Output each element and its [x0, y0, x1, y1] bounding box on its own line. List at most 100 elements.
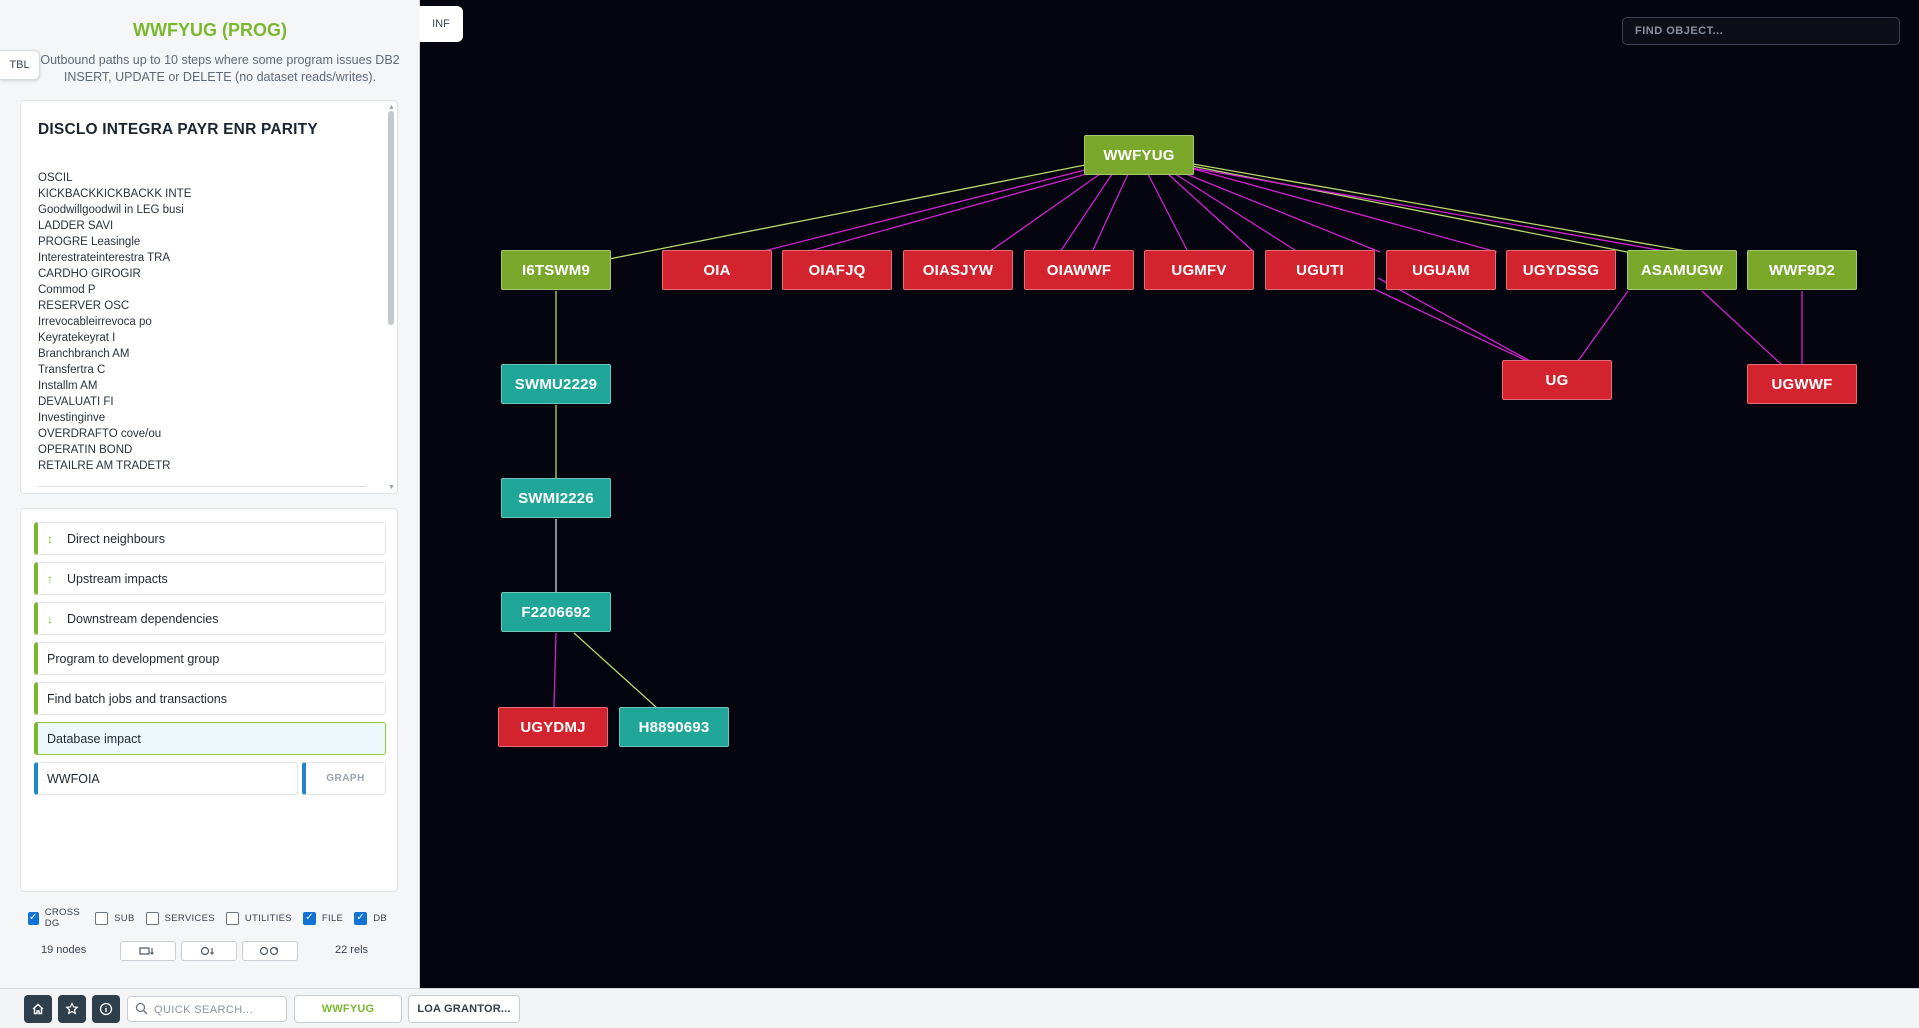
edge: [1371, 287, 1528, 362]
node-uguti[interactable]: UGUTI: [1265, 250, 1375, 290]
layout-cycle-button[interactable]: [242, 941, 298, 961]
tab-loa-grantor[interactable]: LOA GRANTOR...: [408, 995, 520, 1023]
list-item: OPERATIN BOND: [38, 444, 133, 456]
direct-neighbours-button[interactable]: ↕ Direct neighbours: [34, 522, 386, 555]
stats-row: 19 nodes 22 rels: [20, 940, 398, 962]
node-swmu2229[interactable]: SWMU2229: [501, 364, 611, 404]
edge: [1059, 173, 1113, 253]
node-uguam[interactable]: UGUAM: [1386, 250, 1496, 290]
list-item: RESERVER OSC: [38, 300, 130, 312]
list-item: KICKBACKKICKBACKK INTE: [38, 188, 192, 200]
node-ugwwf[interactable]: UGWWF: [1747, 364, 1857, 404]
list-item: Branchbranch AM: [38, 348, 130, 360]
filter-file[interactable]: ✓ FILE: [302, 911, 344, 925]
list-item: Keyratekeyrat I: [38, 332, 116, 344]
scroll-down-icon[interactable]: ▼: [388, 484, 395, 491]
edge: [988, 173, 1101, 253]
action-label: Database impact: [47, 731, 141, 746]
info-card: DISCLO INTEGRA PAYR ENR PARITY OSCIL KIC…: [20, 100, 398, 494]
checkbox-checked-icon[interactable]: ✓: [302, 911, 316, 925]
node-ug[interactable]: UG: [1502, 360, 1612, 400]
layout-horizontal-button[interactable]: [120, 941, 176, 961]
node-oia[interactable]: OIA: [662, 250, 772, 290]
filter-label: CROSS DG: [44, 907, 80, 929]
node-wwfyug[interactable]: WWFYUG: [1084, 135, 1194, 175]
filter-label: DB: [373, 912, 387, 924]
node-ugmfv[interactable]: UGMFV: [1144, 250, 1254, 290]
checkbox-icon[interactable]: [225, 911, 239, 925]
radial-icon: [200, 946, 214, 956]
filter-sub[interactable]: SUB: [95, 911, 134, 925]
down-arrow-icon: ↓: [47, 611, 53, 626]
node-h8890693[interactable]: H8890693: [619, 707, 729, 747]
filter-utilities[interactable]: UTILITIES: [225, 911, 292, 925]
divider: [38, 486, 367, 487]
list-item: Investinginve: [38, 412, 106, 424]
action-label: Program to development group: [47, 651, 220, 666]
downstream-dependencies-button[interactable]: ↓ Downstream dependencies: [34, 602, 386, 635]
list-item: Transfertra C: [38, 364, 106, 376]
checkbox-icon[interactable]: [95, 911, 109, 925]
node-ugydssg[interactable]: UGYDSSG: [1506, 250, 1616, 290]
program-to-devgroup-button[interactable]: Program to development group: [34, 642, 386, 675]
upstream-impacts-button[interactable]: ↑ Upstream impacts: [34, 562, 386, 595]
node-swmi2226[interactable]: SWMI2226: [501, 478, 611, 518]
action-label: Direct neighbours: [67, 531, 165, 546]
home-button[interactable]: [24, 995, 52, 1023]
info-scrollbar[interactable]: [388, 111, 394, 325]
inf-tab[interactable]: INF: [419, 6, 463, 42]
find-object-input[interactable]: [1622, 17, 1900, 45]
filter-db[interactable]: ✓ DB: [354, 911, 387, 925]
scroll-up-icon[interactable]: ▲: [388, 104, 395, 111]
node-wwf9d2[interactable]: WWF9D2: [1747, 250, 1857, 290]
database-impact-button[interactable]: Database impact: [34, 722, 386, 755]
favorites-button[interactable]: [58, 995, 86, 1023]
action-label: Upstream impacts: [67, 571, 168, 586]
node-i6tswm9[interactable]: I6TSWM9: [501, 250, 611, 290]
rel-count: 22 rels: [335, 944, 369, 956]
node-oiawwf[interactable]: OIAWWF: [1024, 250, 1134, 290]
graph-button[interactable]: GRAPH: [302, 762, 386, 795]
info-title: DISCLO INTEGRA PAYR ENR PARITY: [38, 121, 318, 138]
checkbox-icon[interactable]: [145, 911, 159, 925]
filter-label: SERVICES: [164, 912, 215, 924]
edge: [1192, 163, 1693, 253]
list-item: RETAILRE AM TRADETR: [38, 460, 171, 472]
filter-label: FILE: [321, 912, 344, 924]
quick-search[interactable]: [127, 996, 287, 1022]
edge: [1577, 290, 1629, 362]
edge: [1377, 277, 1531, 362]
list-item: Interestrateinterestra TRA: [38, 252, 171, 264]
edge: [805, 172, 1091, 253]
node-f2206692[interactable]: F2206692: [501, 592, 611, 632]
node-asamugw[interactable]: ASAMUGW: [1627, 250, 1737, 290]
object-search-input[interactable]: [34, 762, 298, 795]
filter-row: ✓ CROSS DG SUB SERVICES UTILITIES ✓ FILE ✓…: [20, 904, 398, 932]
info-button[interactable]: [92, 995, 120, 1023]
actions-card: ↕ Direct neighbours ↑ Upstream impacts ↓…: [20, 508, 398, 892]
find-batch-jobs-button[interactable]: Find batch jobs and transactions: [34, 682, 386, 715]
checkbox-checked-icon[interactable]: ✓: [28, 911, 39, 925]
tab-wwfyug[interactable]: WWFYUG: [294, 995, 402, 1023]
home-icon: [32, 1003, 44, 1015]
edge: [1175, 169, 1381, 253]
edge: [1191, 167, 1671, 253]
node-oiafjq[interactable]: OIAFJQ: [782, 250, 892, 290]
quick-search-input[interactable]: [154, 1000, 282, 1020]
checkbox-checked-icon[interactable]: ✓: [354, 911, 368, 925]
bottom-bar: WWFYUG LOA GRANTOR...: [0, 988, 1919, 1028]
graph-edges: [553, 163, 1803, 708]
tbl-tab[interactable]: TBL: [0, 50, 40, 80]
edge: [573, 632, 657, 708]
list-item: DEVALUATI FI: [38, 396, 114, 408]
node-ugydmj[interactable]: UGYDMJ: [498, 707, 608, 747]
edge: [759, 169, 1086, 253]
layout-radial-button[interactable]: [181, 941, 237, 961]
info-icon: [99, 1002, 113, 1016]
panel-title: WWFYUG (PROG): [133, 20, 287, 40]
filter-services[interactable]: SERVICES: [145, 911, 215, 925]
filter-cross-dg[interactable]: ✓ CROSS DG: [28, 907, 84, 929]
node-oiasjyw[interactable]: OIASJYW: [903, 250, 1013, 290]
edge: [1171, 171, 1299, 253]
